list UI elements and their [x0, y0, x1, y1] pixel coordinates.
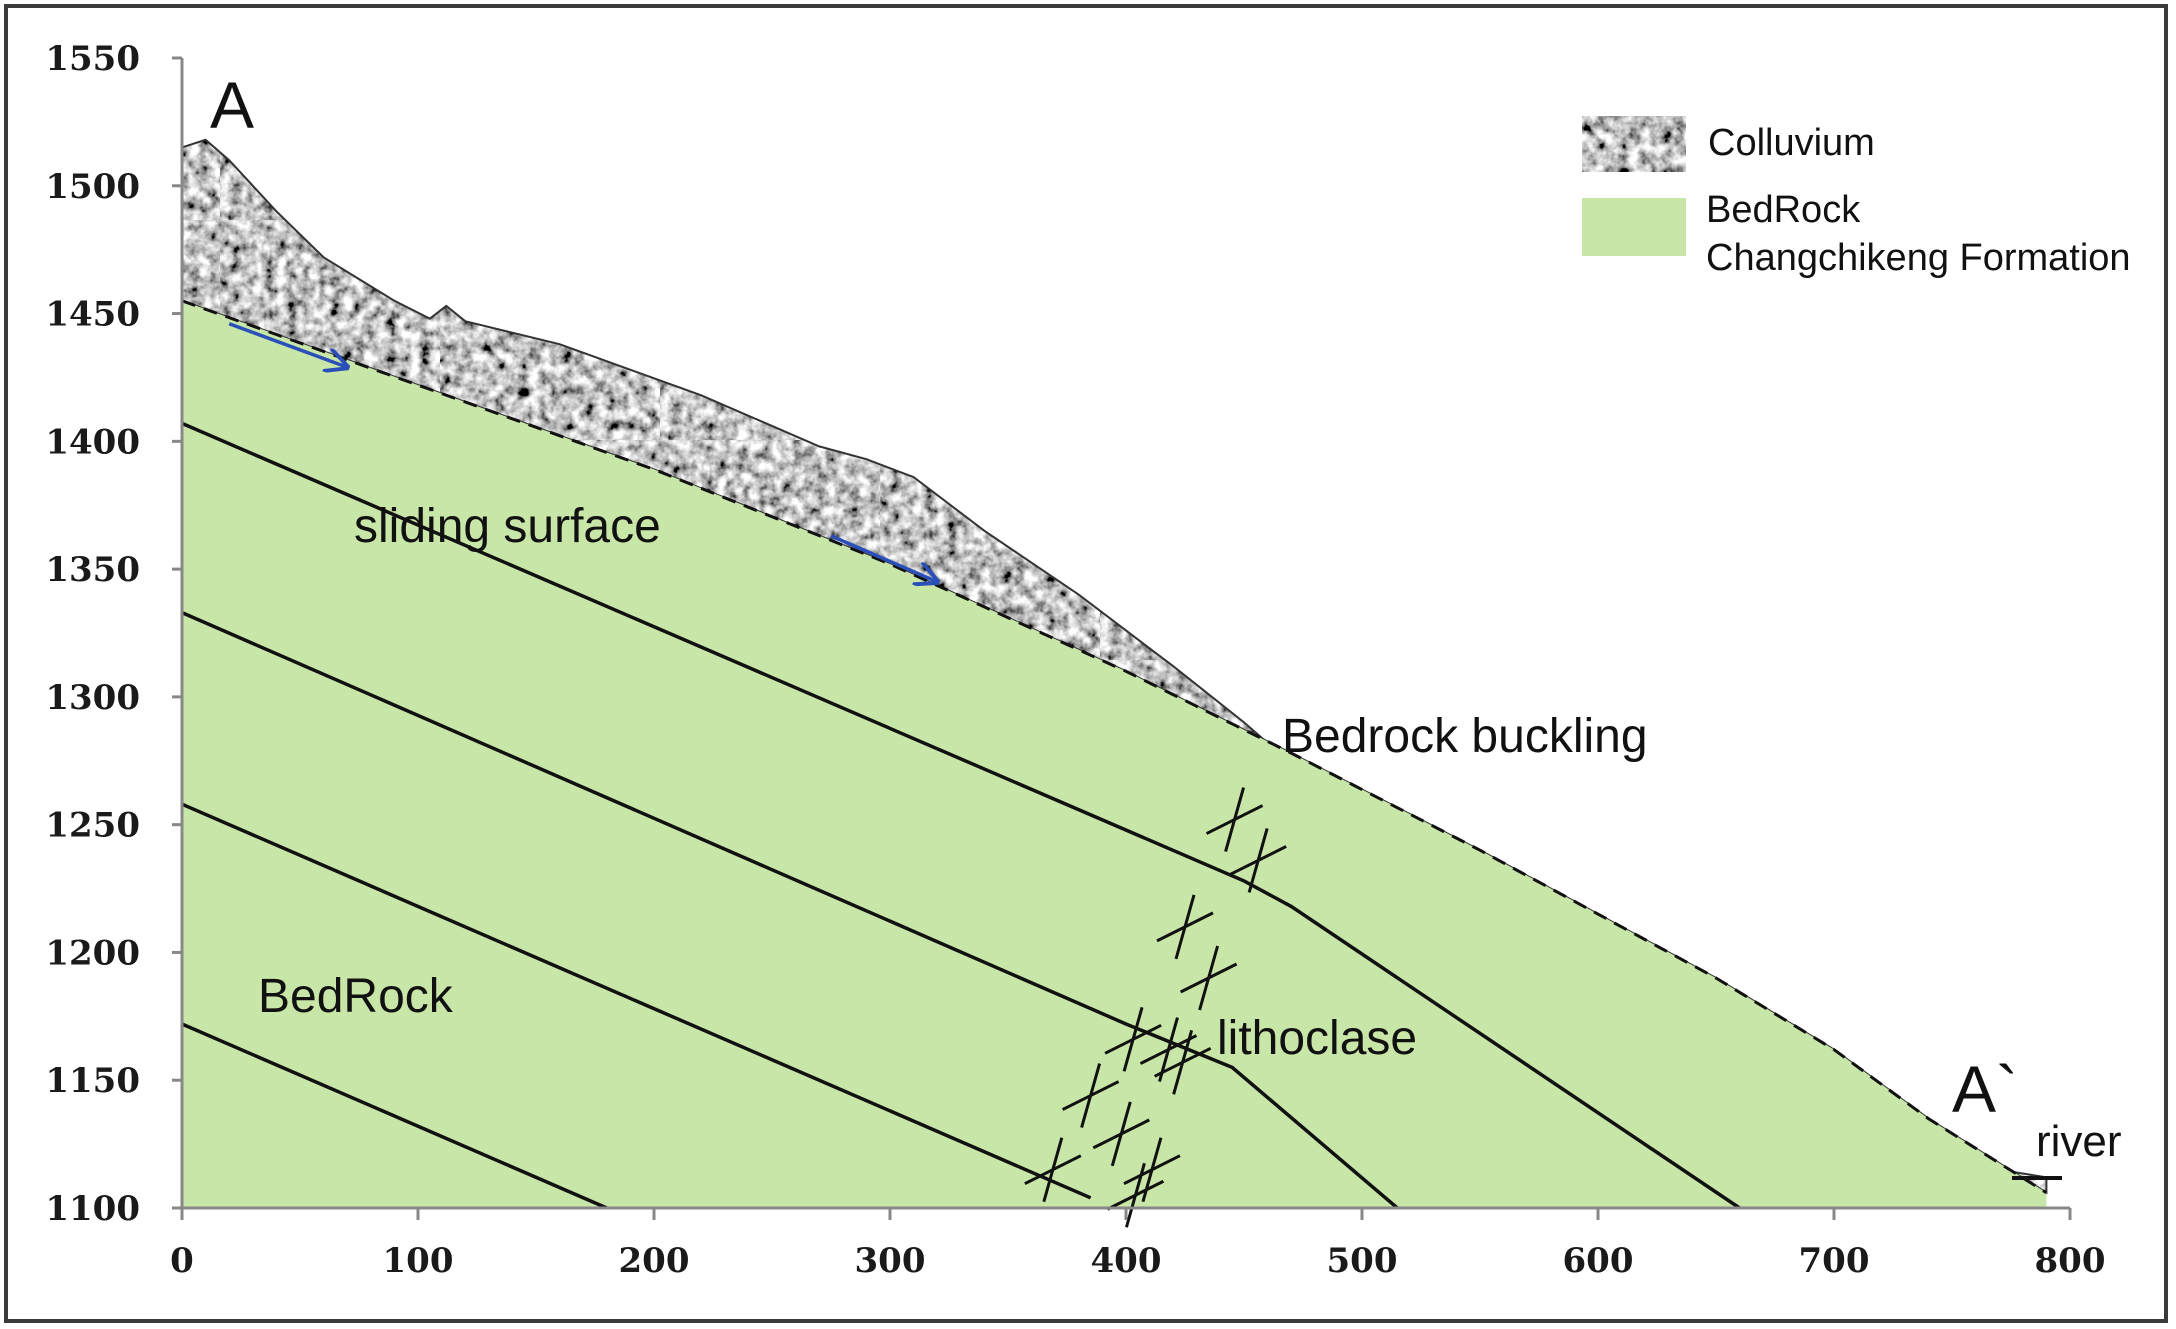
legend-bedrock-swatch	[1582, 198, 1686, 256]
y-tick-label: 1150	[45, 1061, 140, 1101]
x-tick-label: 800	[2035, 1241, 2106, 1281]
x-tick-label: 600	[1563, 1241, 1634, 1281]
section-start-label: A	[210, 68, 254, 142]
sliding-surface-label: sliding surface	[354, 500, 661, 553]
y-ticks: 1550 1500 1450 1400 1350 1300 1250 1200 1150 1100	[45, 39, 182, 1229]
y-tick-label: 1200	[45, 933, 140, 973]
legend-colluvium-label: Colluvium	[1708, 122, 1875, 164]
geology-layers	[181, 138, 2048, 1228]
bedrock-layer	[182, 300, 2047, 1208]
x-tick-label: 200	[619, 1241, 690, 1281]
bedding-line-1	[181, 421, 1741, 1210]
fracture-mark-2	[1229, 828, 1287, 893]
legend: Colluvium BedRock Changchikeng Formation	[1582, 116, 2131, 279]
x-tick-label: 700	[1799, 1241, 1870, 1281]
section-end-label: A`	[1952, 1052, 2018, 1126]
slide-direction-arrows	[228, 322, 937, 582]
slide-arrow-2	[830, 534, 937, 582]
legend-colluvium-swatch	[1582, 116, 1686, 172]
fracture-mark-5	[1104, 1006, 1162, 1072]
y-tick-label: 1450	[45, 295, 140, 335]
y-tick-label: 1350	[45, 550, 140, 590]
fracture-mark-9	[1092, 1101, 1150, 1167]
x-tick-label: 0	[170, 1241, 194, 1281]
fracture-mark-10	[1024, 1137, 1082, 1203]
fracture-mark-1	[1205, 787, 1264, 852]
y-tick-label: 1500	[45, 167, 140, 207]
y-tick-label: 1100	[45, 1189, 140, 1229]
y-tick-label: 1250	[45, 806, 140, 846]
axes: 1550 1500 1450 1400 1350 1300 1250 1200 1150 1100…	[45, 39, 2105, 1281]
bedrock-buckling-label: Bedrock buckling	[1282, 710, 1648, 763]
x-tick-label: 500	[1327, 1241, 1398, 1281]
x-tick-label: 300	[855, 1241, 926, 1281]
fracture-mark-3	[1156, 894, 1214, 960]
y-tick-label: 1400	[45, 422, 140, 462]
fracture-mark-4	[1179, 945, 1238, 1011]
bedding-line-4	[181, 1022, 608, 1210]
x-ticks: 0 100 200 300 400 500 600 700 800	[170, 1208, 2105, 1281]
legend-bedrock-label-line2: Changchikeng Formation	[1706, 237, 2131, 279]
lithoclase-fractures	[1024, 787, 1287, 1228]
legend-bedrock-label-line1: BedRock	[1706, 189, 1861, 231]
y-tick-label: 1550	[45, 39, 140, 79]
sliding-surface-line	[181, 299, 2048, 1194]
bedrock-label: BedRock	[258, 970, 454, 1023]
x-tick-label: 100	[383, 1241, 454, 1281]
bedding-line-3	[181, 802, 1092, 1200]
river-label: river	[2036, 1117, 2122, 1166]
y-tick-label: 1300	[45, 678, 140, 718]
slide-arrow-1	[228, 322, 347, 367]
fracture-mark-12	[1106, 1162, 1165, 1228]
fracture-mark-8	[1061, 1063, 1120, 1128]
x-tick-label: 400	[1091, 1241, 1162, 1281]
lithoclase-label: lithoclase	[1217, 1012, 1417, 1065]
fracture-mark-7	[1153, 1029, 1212, 1095]
